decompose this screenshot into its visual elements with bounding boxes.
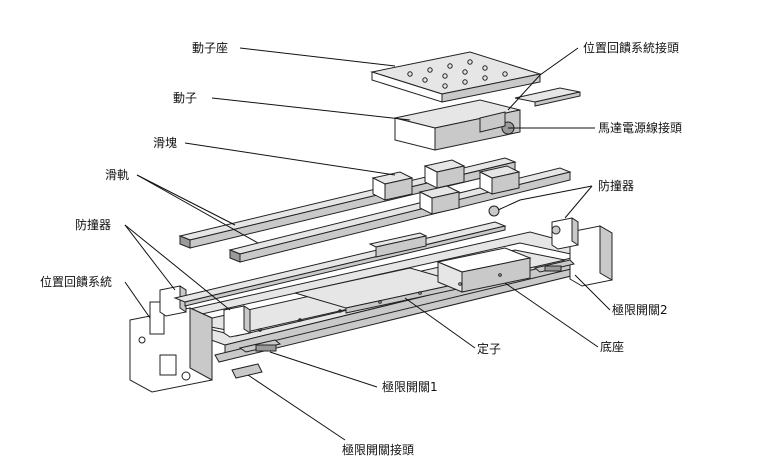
base-assembly	[129, 217, 613, 393]
feedback-strip	[173, 205, 507, 307]
label-slider: 滑塊	[153, 136, 178, 150]
label-mover: 動子	[173, 91, 198, 105]
label-mover-seat: 動子座	[192, 41, 229, 55]
label-limit-switch-2: 極限開關2	[612, 303, 668, 317]
label-limit-switch-1: 極限開關1	[382, 380, 438, 394]
slider-blocks	[371, 159, 521, 215]
mover-seat-plate	[370, 51, 581, 107]
label-rail: 滑軌	[105, 168, 130, 182]
mover-seat-holes	[407, 59, 508, 89]
label-motor-power-connector: 馬達電源線接頭	[598, 121, 683, 135]
base-holes	[258, 273, 502, 332]
label-limit-switch-connector: 極限開關接頭	[342, 443, 415, 457]
label-bumper-right: 防撞器	[598, 179, 635, 193]
label-feedback-system: 位置回饋系統	[40, 275, 113, 289]
mover-block	[394, 99, 521, 151]
label-stator: 定子	[477, 342, 502, 356]
label-base: 底座	[600, 340, 625, 354]
label-bumper-left: 防撞器	[75, 218, 112, 232]
label-feedback-connector: 位置回饋系統接頭	[583, 41, 680, 55]
leader-lines	[124, 47, 611, 441]
